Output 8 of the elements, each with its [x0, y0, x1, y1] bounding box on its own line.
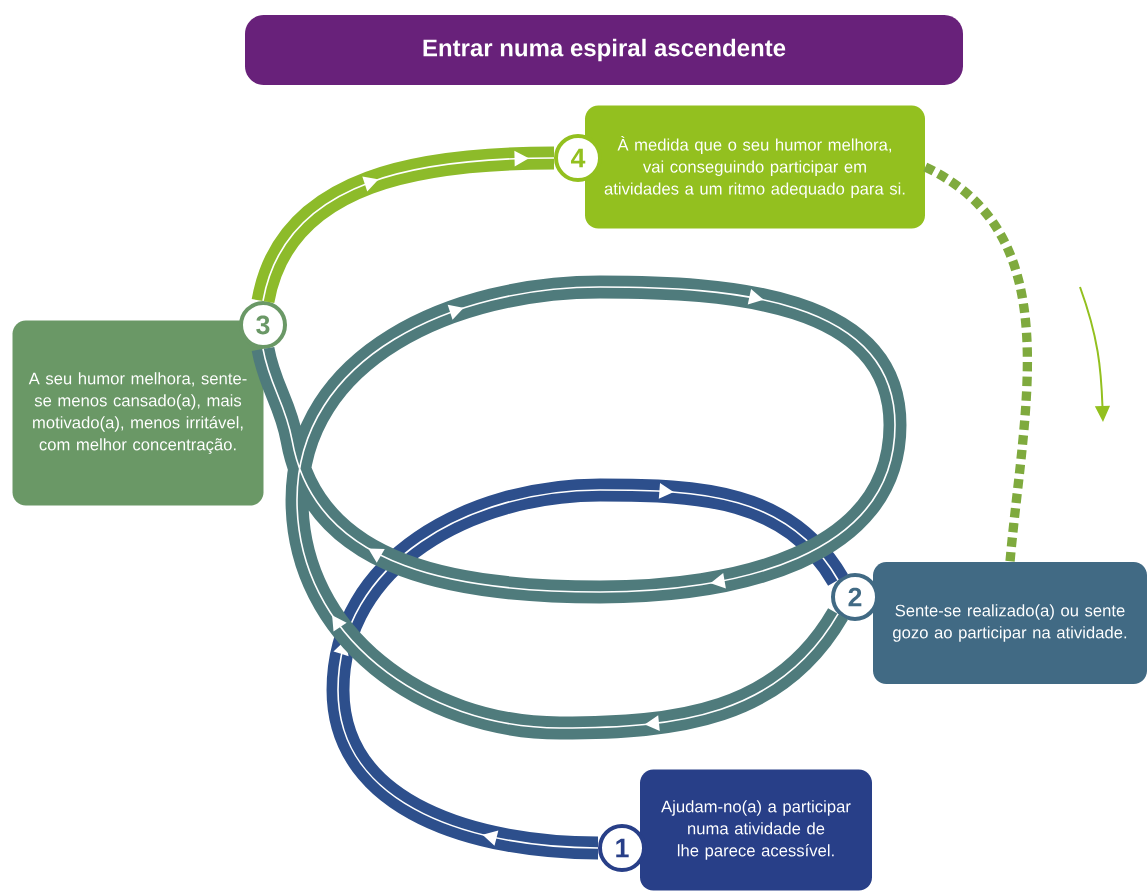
text-box: À medida que o seu humor melhora, vai conseguindo participar em atividades a um ritmo adequado para si. — [585, 105, 925, 229]
spiral-arrow — [326, 478, 848, 860]
dashed-connector — [922, 162, 1032, 563]
spiral-arrow — [251, 146, 555, 305]
title-banner: Entrar numa espiral ascendente — [245, 15, 963, 85]
text-box: Ajudam-no(a) a participar numa atividade de lhe parece acessível. — [640, 769, 872, 891]
text-box: Sente-se realizado(a) ou sente gozo ao participar na atividade. — [873, 562, 1147, 684]
spiral-arrow — [251, 275, 907, 740]
